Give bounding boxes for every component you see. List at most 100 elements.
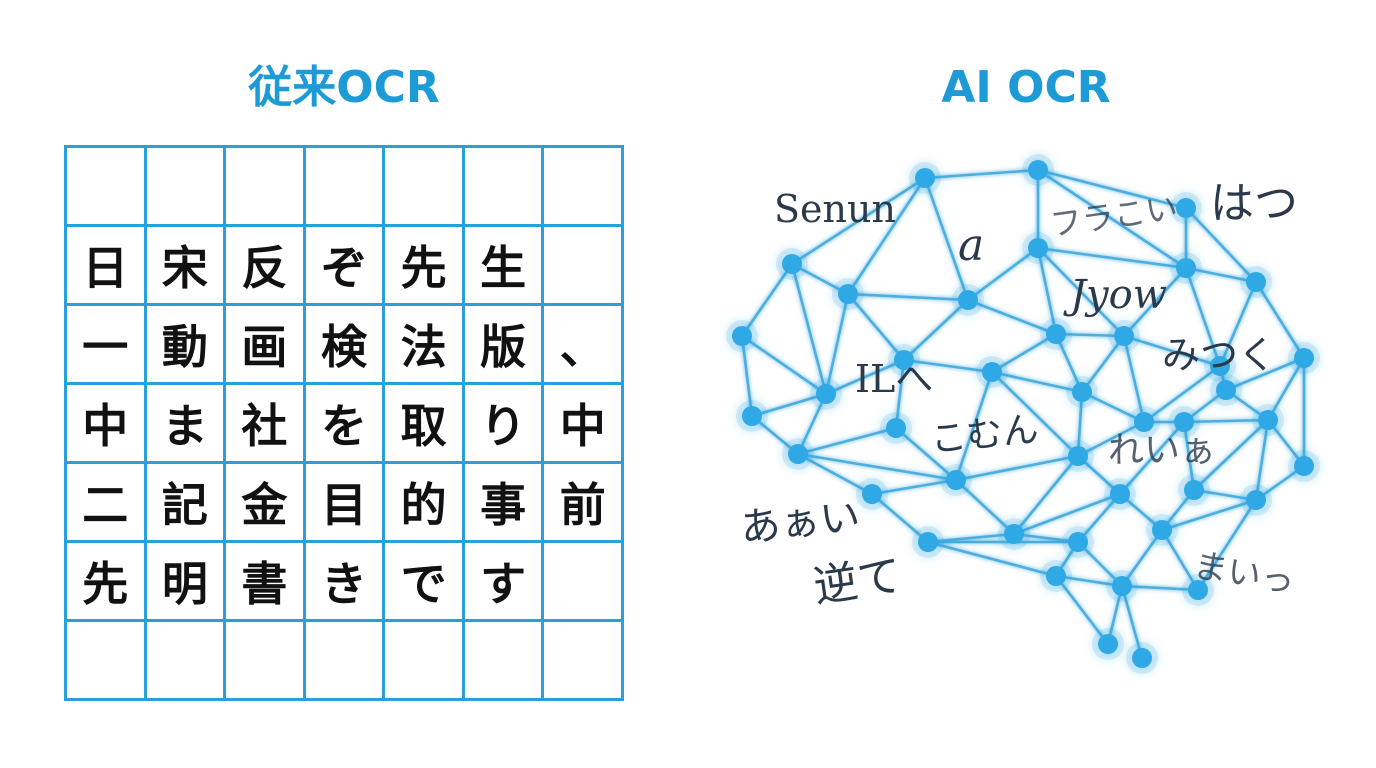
network-node	[1246, 490, 1266, 510]
network-node	[1028, 238, 1048, 258]
network-edge	[790, 263, 828, 395]
network-edge	[1037, 246, 1187, 270]
grid-character: 生	[461, 224, 542, 303]
network-node	[1216, 380, 1236, 400]
network-node	[1294, 456, 1314, 476]
network-node	[816, 384, 836, 404]
handwriting-hatsu: はつ	[1210, 178, 1298, 229]
network-edge	[791, 176, 926, 266]
network-node	[1110, 484, 1130, 504]
network-node	[742, 406, 762, 426]
network-node	[1174, 412, 1194, 432]
ai-ocr-title: AI OCR	[941, 62, 1111, 113]
handwriting-ihe: ILへ	[855, 357, 933, 401]
network-node	[1246, 272, 1266, 292]
network-edge	[847, 292, 969, 302]
network-edge	[1161, 498, 1257, 532]
network-edge	[954, 371, 994, 481]
grid-character: 宋	[143, 224, 224, 303]
network-node	[1294, 348, 1314, 368]
network-node	[838, 284, 858, 304]
network-node	[1176, 258, 1196, 278]
network-node	[782, 254, 802, 274]
network-node	[1072, 382, 1092, 402]
grid-cell-empty	[541, 224, 621, 303]
network-node	[1152, 520, 1172, 540]
grid-character: 目	[302, 461, 383, 540]
network-node	[982, 362, 1002, 382]
grid-cell-empty	[541, 540, 621, 619]
grid-character: 反	[223, 224, 303, 303]
network-edge	[741, 334, 827, 396]
network-edge	[955, 454, 1079, 482]
grid-cell-empty	[302, 145, 383, 224]
network-node	[918, 532, 938, 552]
grid-character: 金	[223, 461, 303, 540]
neural-network-brain: Senun a フラこい はつ Jyow ILへ みつく こむん れいぁ あぁい…	[726, 154, 1320, 674]
traditional-ocr-title: 従来OCR	[248, 62, 440, 113]
network-edge	[1185, 207, 1257, 283]
handwriting-aai: あぁい	[738, 494, 862, 552]
network-node	[886, 418, 906, 438]
network-edge	[1013, 492, 1121, 536]
network-node	[1046, 566, 1066, 586]
handwriting-gyakute: 逆て	[810, 550, 904, 613]
grid-cell-empty	[541, 619, 621, 698]
network-node	[1028, 160, 1048, 180]
network-edge	[1037, 168, 1187, 210]
grid-character: 先	[382, 224, 462, 303]
grid-character: を	[302, 382, 383, 461]
network-edge	[1123, 334, 1221, 368]
network-node	[1046, 324, 1066, 344]
grid-character: 社	[223, 382, 303, 461]
network-edge	[797, 452, 957, 482]
grid-cell-empty	[541, 145, 621, 224]
network-edge	[1193, 419, 1269, 491]
grid-character: 的	[382, 461, 462, 540]
grid-cell-empty	[302, 619, 383, 698]
grid-character: 日	[64, 224, 144, 303]
grid-cell-empty	[461, 145, 542, 224]
network-edge	[1196, 499, 1258, 591]
grid-cell-empty	[223, 619, 303, 698]
handwriting-jyow: Jyow	[1063, 272, 1167, 318]
handwriting-ren: れいぁ	[1108, 430, 1216, 471]
grid-cell-empty	[64, 145, 144, 224]
grid-character: 先	[64, 540, 144, 619]
grid-cell-empty	[143, 619, 224, 698]
network-edge	[924, 168, 1039, 180]
grid-character: ま	[143, 382, 224, 461]
network-edge	[1119, 421, 1185, 495]
grid-cell-empty	[461, 619, 542, 698]
network-node	[1132, 648, 1152, 668]
network-node	[1068, 446, 1088, 466]
grid-character: で	[382, 540, 462, 619]
handwriting-a: a	[958, 220, 984, 271]
grid-character: 前	[541, 461, 621, 540]
grid-character: 、	[541, 303, 621, 382]
network-edge	[824, 293, 850, 395]
grid-character: 記	[143, 461, 224, 540]
grid-cell-empty	[143, 145, 224, 224]
grid-cell-empty	[382, 145, 462, 224]
network-node	[1210, 356, 1230, 376]
network-node	[1004, 524, 1024, 544]
network-edge	[797, 426, 897, 456]
grid-character: 動	[143, 303, 224, 382]
network-edge	[1184, 267, 1222, 367]
grid-character: 一	[64, 303, 144, 382]
handwriting-senun: Senun	[774, 187, 896, 231]
grid-character: 法	[382, 303, 462, 382]
network-node	[862, 484, 882, 504]
network-node	[788, 444, 808, 464]
grid-cell-empty	[382, 619, 462, 698]
grid-character: 明	[143, 540, 224, 619]
grid-cell-empty	[223, 145, 303, 224]
network-node	[732, 326, 752, 346]
grid-character: 版	[461, 303, 542, 382]
network-node	[946, 470, 966, 490]
network-edge	[1037, 168, 1187, 270]
grid-character: ぞ	[302, 224, 383, 303]
character-grid: 日宋反ぞ先生一動画検法版、中ま社を取り中二記金目的事前先明書きです	[64, 145, 624, 701]
grid-character: 事	[461, 461, 542, 540]
